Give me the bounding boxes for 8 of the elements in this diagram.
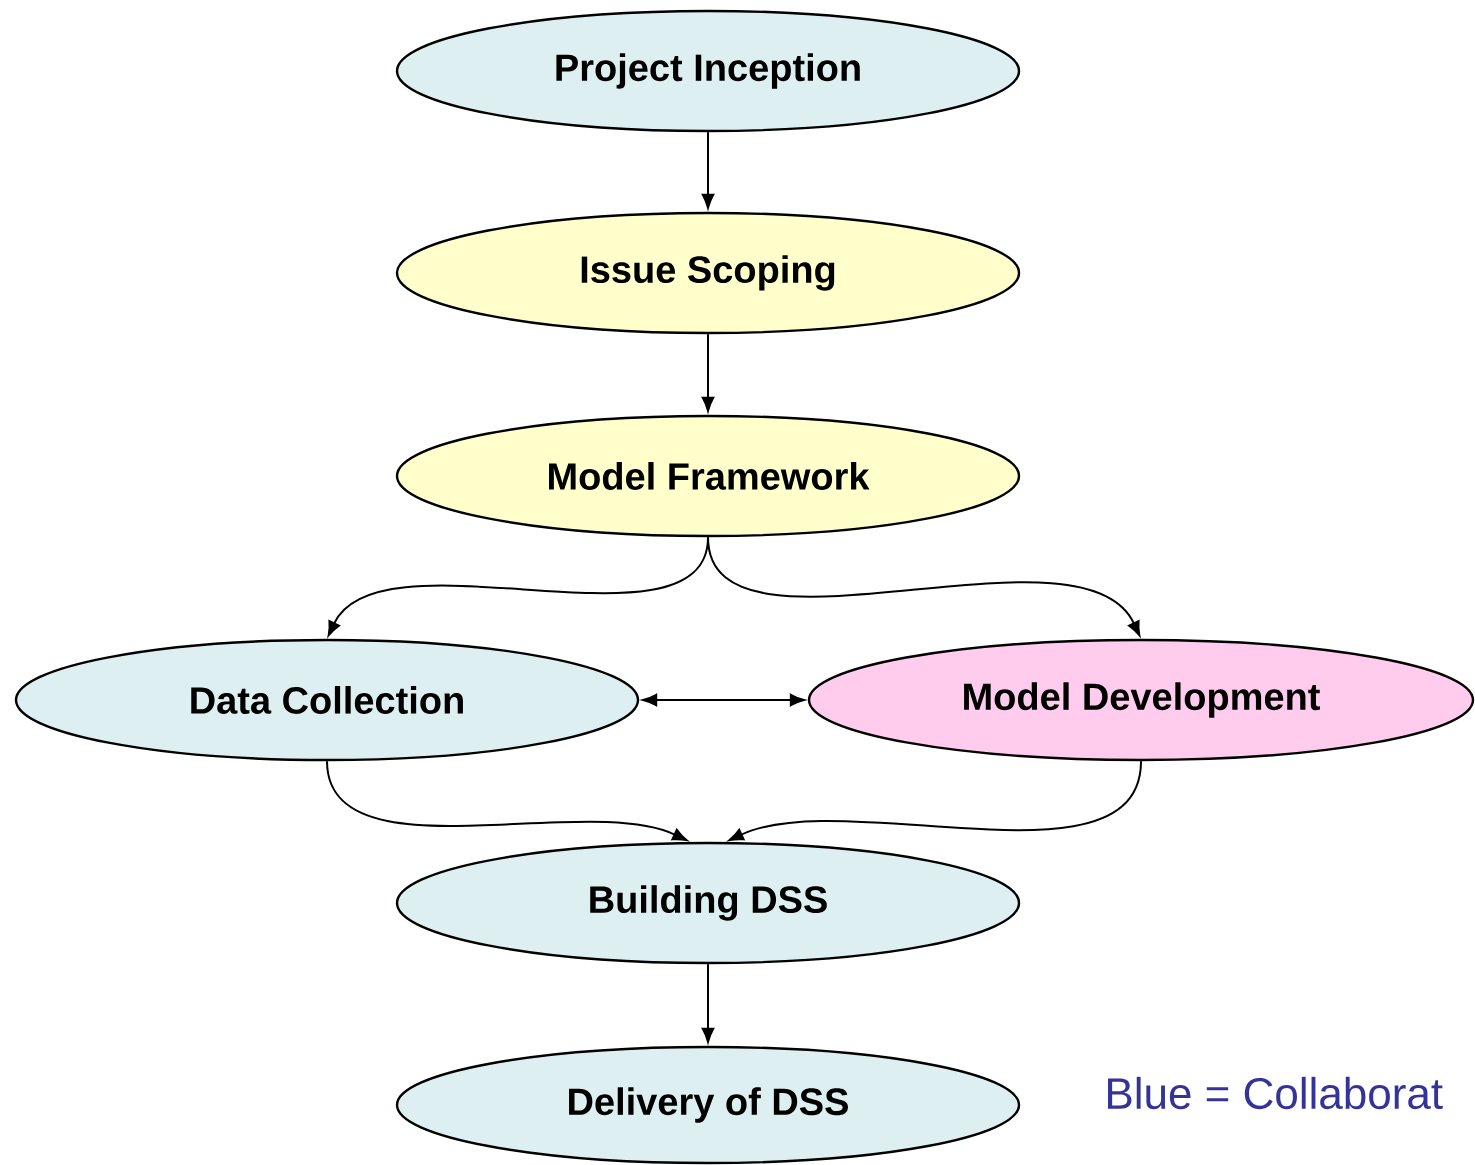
arrow — [326, 760, 688, 842]
arrow — [701, 333, 715, 412]
arrow — [728, 760, 1142, 842]
arrow — [701, 963, 715, 1043]
arrow — [701, 131, 715, 209]
arrow — [642, 693, 805, 707]
arrow — [707, 536, 1141, 637]
legend-note: Blue = Collaborat — [1108, 1076, 1443, 1110]
